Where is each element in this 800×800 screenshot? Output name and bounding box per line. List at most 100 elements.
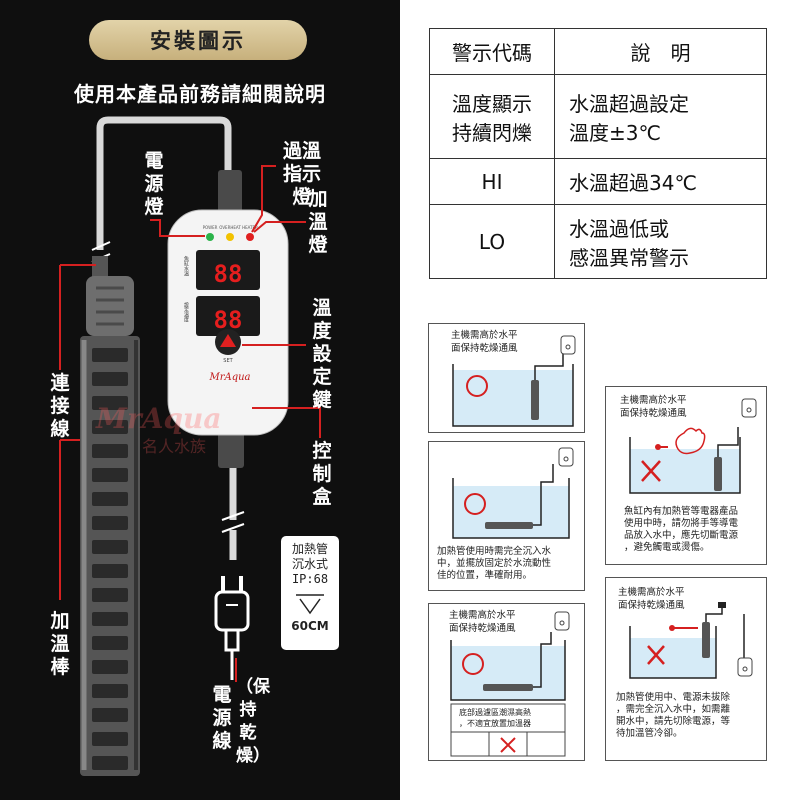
- warning-code-table: 警示代碼 說 明 溫度顯示 持續閃爍 水溫超過設定 溫度±3℃ HI 水溫超過3…: [429, 28, 767, 279]
- diagram-correct-placement: 主機需高於水平面保持乾燥通風: [428, 323, 585, 433]
- plug-icon: [214, 590, 250, 632]
- table-row: LO 水溫過低或 感溫異常警示: [429, 204, 767, 279]
- tank-illustration: [629, 602, 753, 679]
- strain-relief: [218, 170, 242, 214]
- label-power-cord: 電源線: [212, 684, 232, 752]
- guard-slot: [92, 588, 128, 602]
- header-description: 說 明: [554, 28, 767, 75]
- spec-line: 沉水式: [291, 557, 328, 571]
- diagram-caption: 魚缸內有加熱管等電器產品使用中時，請勿將手等導電品放入水中，應先切斷電源，避免觸…: [624, 506, 739, 553]
- set-caption: SET: [223, 358, 233, 364]
- overheat-led: [226, 233, 234, 241]
- guard-slot: [92, 612, 128, 626]
- heater-illustration: POWER OVERHEAT HEATER 88 88 魚缸水溫 設定溫度 SE…: [59, 116, 321, 776]
- guard-slot: [92, 756, 128, 770]
- diagram-no-sump: 主機需高於水平面保持乾燥通風 底部過濾區潮濕高熱，不適宜放置加溫器: [428, 603, 585, 761]
- section-badge: 安裝圖示: [89, 20, 307, 60]
- spec-line: 加熱管: [291, 542, 328, 556]
- temp-display-2: [196, 296, 260, 336]
- table-row: HI 水溫超過34℃: [429, 158, 767, 205]
- header-code: 警示代碼: [429, 28, 555, 75]
- desc-line: 水溫過低或: [569, 216, 669, 241]
- led-label: HEATER: [242, 225, 258, 230]
- code-line: 溫度顯示: [452, 91, 532, 116]
- diagram-title: 主機需高於水平面保持乾燥通風: [449, 610, 516, 634]
- ok-circle-icon: [464, 493, 486, 515]
- label-keep-dry: （保持乾燥）: [236, 677, 270, 766]
- diagram-title: 主機需高於水平面保持乾燥通風: [620, 395, 687, 419]
- label-heating-light: 加溫燈: [308, 188, 328, 256]
- desc-line: 感溫異常警示: [569, 245, 689, 270]
- display-side-label: 魚缸水溫: [183, 255, 189, 277]
- hand-icon: [675, 427, 706, 455]
- led-label: POWER: [203, 225, 218, 230]
- no-x-icon: [641, 460, 661, 482]
- desc-cell: 水溫過低或 感溫異常警示: [554, 204, 767, 279]
- guard-slot: [92, 444, 128, 458]
- page-subtitle: 使用本產品前務請細閱說明: [74, 82, 326, 106]
- code-cell: LO: [429, 204, 555, 279]
- installation-panel: 安裝圖示 使用本產品前務請細閱說明 POWER OVERHEAT HEATER …: [0, 0, 400, 800]
- guard-slot: [92, 708, 128, 722]
- rod-top: [86, 276, 134, 336]
- table-row: 溫度顯示 持續閃爍 水溫超過設定 溫度±3℃: [429, 74, 767, 159]
- guard-slot: [92, 492, 128, 506]
- guard-slot: [92, 516, 128, 530]
- temp-display-1: [196, 250, 260, 290]
- guard-slot: [92, 684, 128, 698]
- guard-slot: [92, 564, 128, 578]
- label-overheat-light: 過溫指示燈: [282, 140, 321, 208]
- led-label: OVERHEAT: [219, 225, 241, 230]
- guard-slot: [92, 540, 128, 554]
- power-led: [206, 233, 214, 241]
- no-x-icon: [647, 645, 665, 665]
- label-control-box: 控制盒: [312, 440, 332, 508]
- code-line: 持續閃爍: [452, 120, 532, 145]
- diagram-submerge: 加熱管使用時需完全沉入水中，並擺放固定於水流動性佳的位置，準確耐用。: [428, 441, 585, 591]
- watermark-subtext: 名人水族: [142, 437, 207, 456]
- diagram-caption: 加熱管使用時需完全沉入水中，並擺放固定於水流動性佳的位置，準確耐用。: [437, 546, 552, 581]
- code-cell: HI: [429, 158, 555, 205]
- diagram-title: 主機需高於水平面保持乾燥通風: [618, 587, 685, 611]
- label-power-light: 電源燈: [144, 150, 164, 218]
- code-cell: 溫度顯示 持續閃爍: [429, 74, 555, 159]
- heating-led: [246, 233, 254, 241]
- desc-cell: 水溫超過設定 溫度±3℃: [554, 74, 767, 159]
- guard-slot: [92, 732, 128, 746]
- diagram-no-hands: 主機需高於水平面保持乾燥通風 魚缸內有加熱管等電器產品使用中時，請勿將手等導電品…: [605, 386, 767, 565]
- up-arrow-icon: [220, 334, 236, 347]
- guard-slot: [92, 420, 128, 434]
- label-connector: 連接線: [50, 372, 70, 440]
- display-digits: 88: [214, 260, 243, 288]
- depth-icon: [296, 594, 324, 615]
- tank-illustration: [452, 335, 576, 427]
- spec-card: 加熱管 沉水式 IP:68 60CM: [281, 536, 339, 650]
- spec-depth: 60CM: [291, 619, 329, 633]
- tank-illustration: [450, 611, 570, 757]
- guard-slot: [92, 660, 128, 674]
- desc-cell: 水溫超過34℃: [554, 158, 767, 205]
- guard-slot: [92, 372, 128, 386]
- guard-slot: [92, 468, 128, 482]
- label-heater-rod: 加溫棒: [50, 610, 70, 678]
- table-header-row: 警示代碼 說 明: [429, 28, 767, 75]
- desc-line: 溫度±3℃: [569, 120, 661, 145]
- rod-cap: [92, 256, 108, 278]
- spec-line: IP:68: [291, 572, 329, 586]
- connector-cable: [96, 116, 232, 250]
- guard-slot: [92, 396, 128, 410]
- label-temp-button: 溫度設定鍵: [312, 297, 332, 411]
- diagram-title: 主機需高於水平面保持乾燥通風: [451, 330, 518, 354]
- watermark-logo: MrAqua: [96, 402, 222, 435]
- display-side-label: 設定溫度: [183, 301, 189, 323]
- brand-logo: MrAqua: [208, 372, 250, 383]
- diagram-cool-down: 主機需高於水平面保持乾燥通風 加熱管使用中、電源未拔除，需完全沉入水中，如需離開…: [605, 577, 767, 761]
- tank-illustration: [629, 398, 757, 494]
- no-x-icon: [500, 737, 516, 753]
- diagram-caption: 加熱管使用中、電源未拔除，需完全沉入水中，如需離開水中，請先切除電源，等待加溫管…: [616, 692, 731, 739]
- diagram-note: 底部過濾區潮濕高熱，不適宜放置加溫器: [459, 708, 531, 728]
- guard-slot: [92, 636, 128, 650]
- ok-circle-icon: [466, 375, 488, 397]
- ok-circle-icon: [462, 653, 484, 675]
- tank-illustration: [452, 447, 574, 539]
